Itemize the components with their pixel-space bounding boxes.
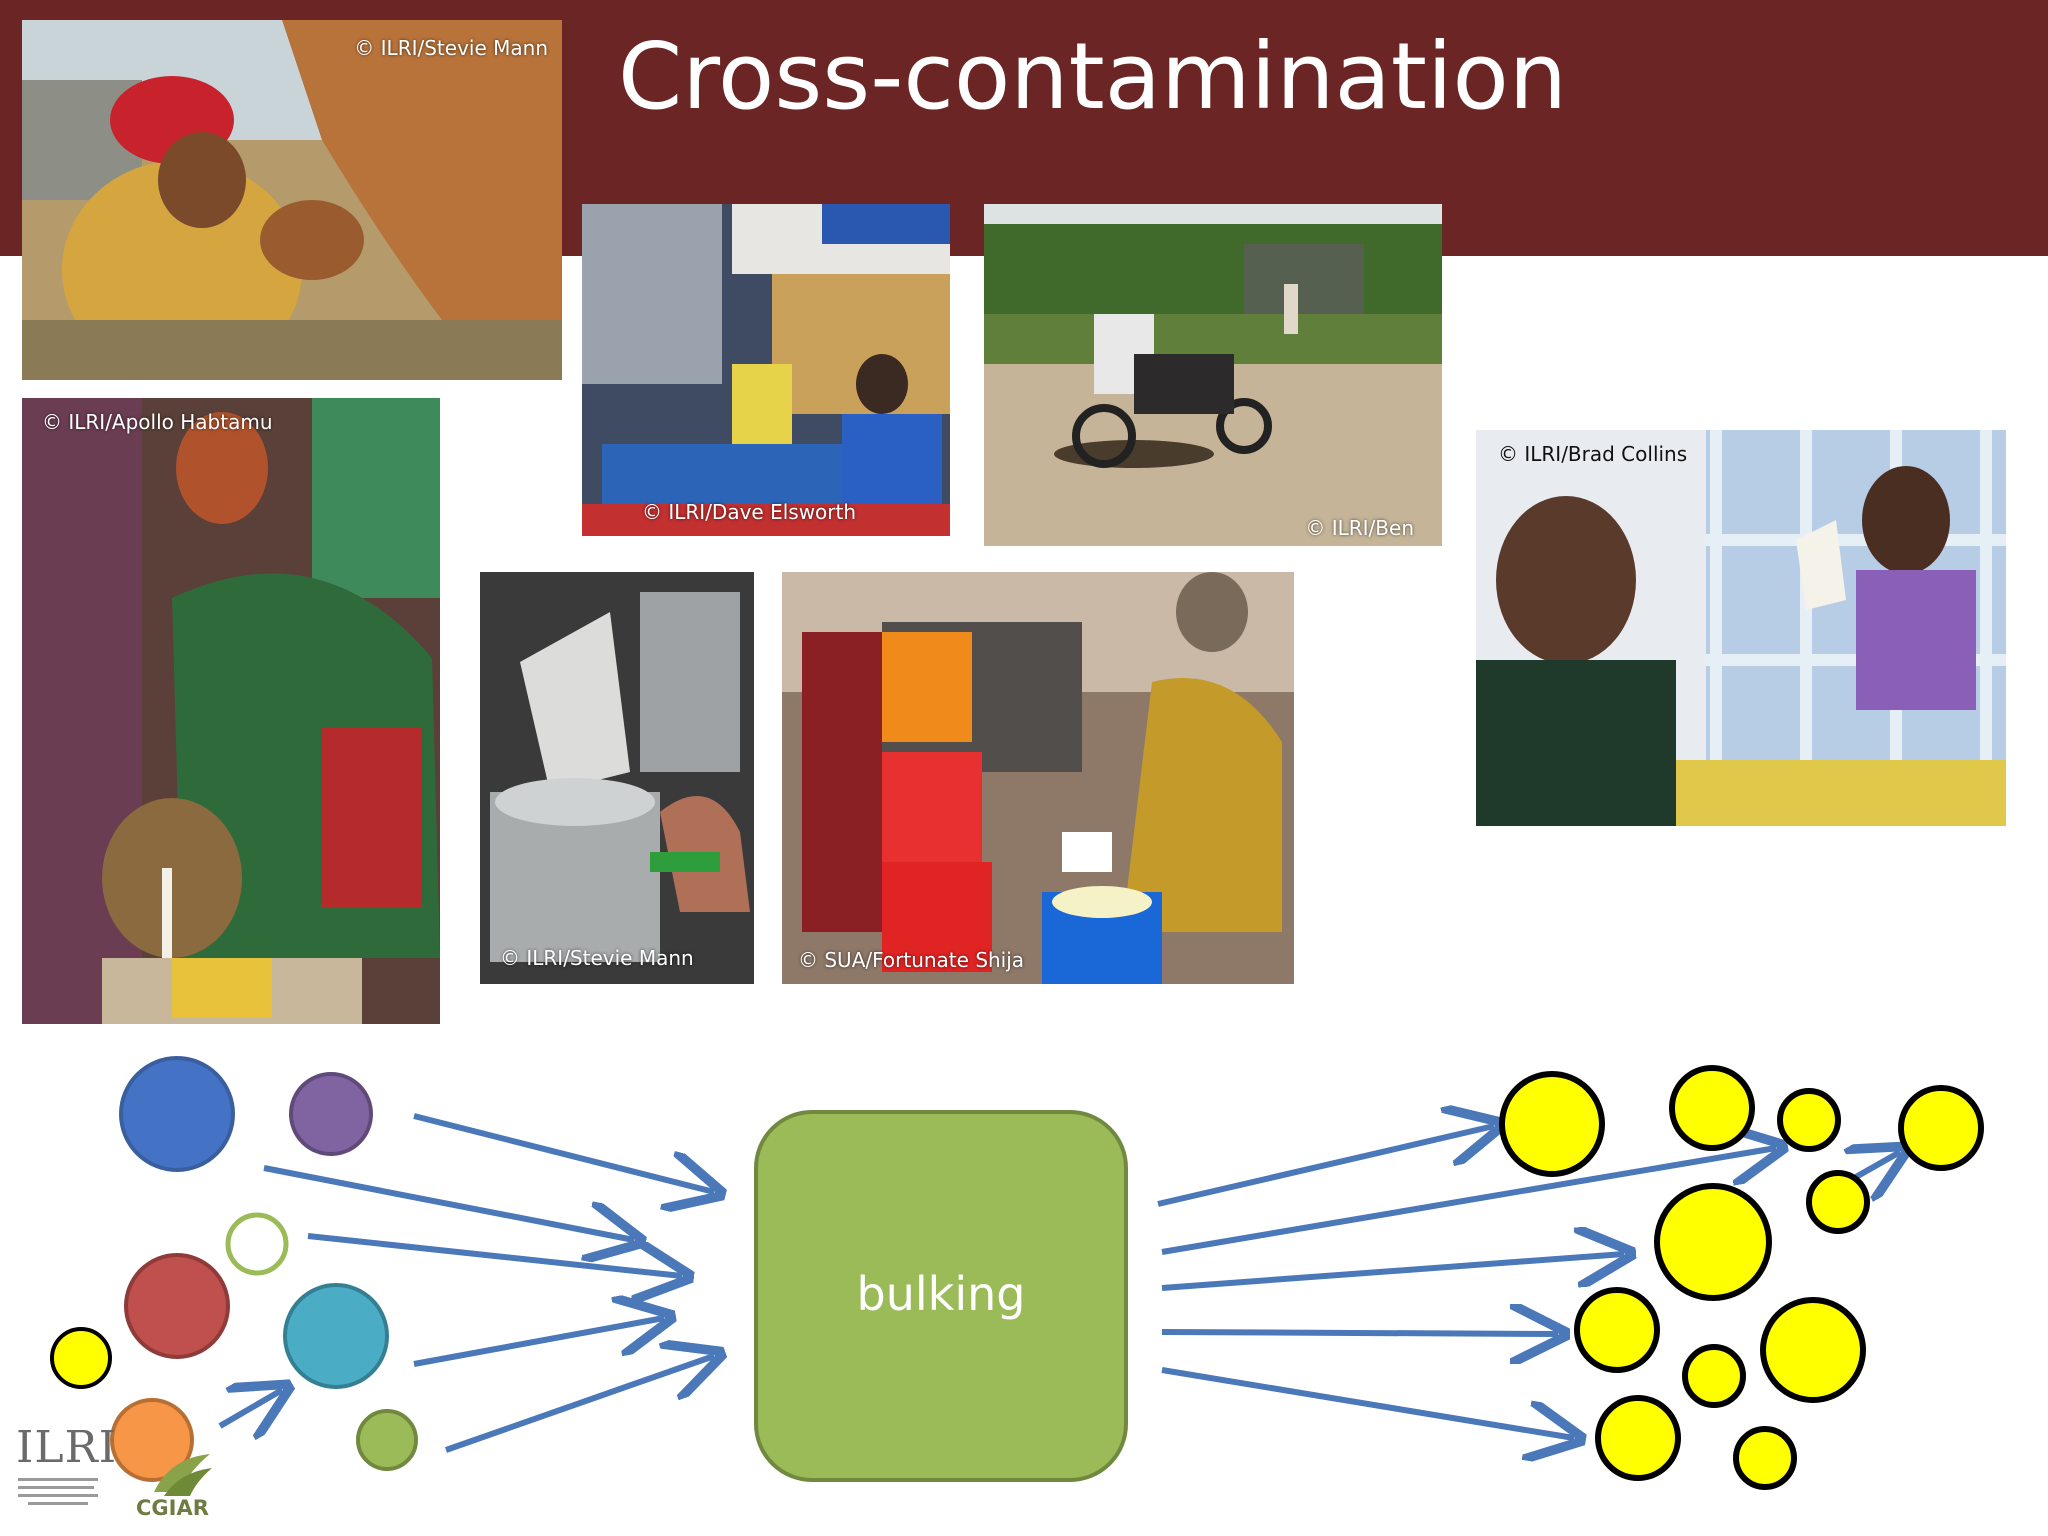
output-arrow: [1161, 1254, 1624, 1291]
photo-credit: © ILRI/Stevie Mann: [500, 946, 694, 970]
photo-herder-calf: © ILRI/Stevie Mann: [22, 20, 562, 380]
input-circle-blue: [119, 1056, 235, 1172]
photo-milk-pouring-gourd: © ILRI/Apollo Habtamu: [22, 398, 440, 1024]
input-arrow: [307, 1233, 682, 1276]
output-circle: [1669, 1065, 1755, 1151]
photo-milk-sieving: © SUA/Fortunate Shija: [782, 572, 1294, 984]
photo-milk-sale-window: © ILRI/Brad Collins: [1476, 430, 2006, 826]
input-circle-red: [124, 1253, 230, 1359]
output-circle: [1806, 1170, 1870, 1234]
input-arrow: [413, 1113, 714, 1192]
output-circle: [1595, 1395, 1681, 1481]
output-circle: [1733, 1426, 1797, 1490]
photo-milk-collection: © ILRI/Dave Elsworth: [582, 204, 950, 536]
cgiar-leaf-icon: [154, 1454, 212, 1496]
output-arrow: [1161, 1367, 1574, 1438]
photo-credit: © ILRI/Stevie Mann: [354, 36, 548, 60]
ilri-logo: ILRI: [16, 1422, 118, 1473]
output-circle: [1777, 1088, 1841, 1152]
output-circle: [1654, 1183, 1772, 1301]
output-circle: [1682, 1344, 1746, 1408]
input-arrow: [263, 1165, 634, 1240]
output-circle: [1898, 1085, 1984, 1171]
photo-credit: © ILRI/Brad Collins: [1498, 442, 1688, 466]
cgiar-logo: CGIAR: [136, 1496, 209, 1520]
output-arrow: [1161, 1148, 1776, 1255]
input-circle-hollow-green: [225, 1212, 289, 1276]
input-arrow: [445, 1356, 714, 1453]
ilri-logo-tagline: [18, 1478, 98, 1505]
output-arrow: [1161, 1332, 1558, 1334]
slide-title: Cross-contamination: [618, 23, 1568, 130]
photo-credit: © ILRI/Ben: [1305, 516, 1414, 540]
output-circle: [1499, 1071, 1605, 1177]
input-arrow: [218, 1390, 282, 1426]
photo-credit: © SUA/Fortunate Shija: [798, 948, 1025, 972]
bulking-box: [754, 1110, 1128, 1482]
input-arrow: [413, 1318, 664, 1367]
input-circle-purple: [289, 1072, 373, 1156]
input-circle-orange: [110, 1398, 194, 1482]
bulking-label: bulking: [857, 1267, 1026, 1321]
input-circle-yellow: [50, 1327, 112, 1389]
input-circle-teal: [283, 1283, 389, 1389]
output-arrow: [1157, 1126, 1494, 1207]
output-circle: [1574, 1287, 1660, 1373]
photo-credit: © ILRI/Apollo Habtamu: [42, 410, 273, 434]
photo-motorbike-transport: © ILRI/Ben: [984, 204, 1442, 546]
input-circle-green: [356, 1409, 418, 1471]
output-circle: [1760, 1297, 1866, 1403]
photo-milk-can-funnel: © ILRI/Stevie Mann: [480, 572, 754, 984]
photo-credit: © ILRI/Dave Elsworth: [642, 500, 857, 524]
